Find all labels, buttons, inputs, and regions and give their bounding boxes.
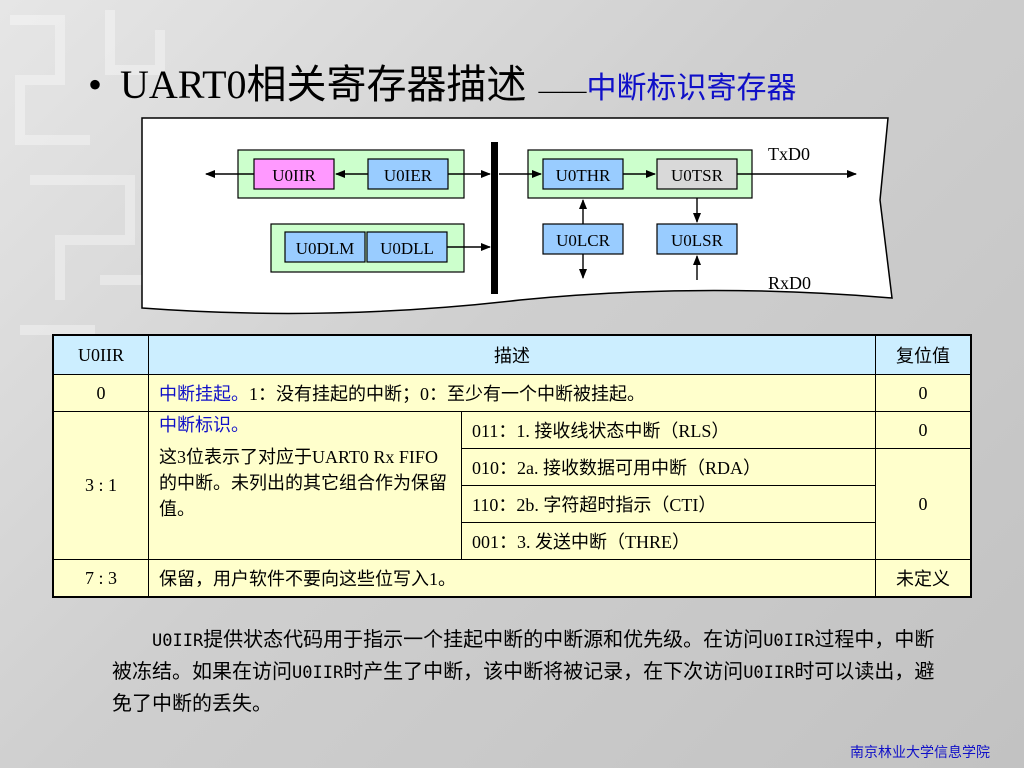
txd-label: TxD0 (768, 144, 810, 164)
u0iir-label: U0IIR (272, 166, 316, 185)
title-sub: 中断标识寄存器 (586, 72, 797, 105)
title-bullet: • (88, 62, 103, 107)
table-row: 7 : 3 保留，用户软件不要向这些位写入1。 未定义 (52, 559, 972, 598)
u0lsr-box (656, 223, 738, 255)
header-description: 描述 (148, 334, 876, 375)
reset-cell: 0 (875, 374, 972, 412)
desc-highlight: 中断挂起。 (159, 384, 249, 404)
para-text-4: 时可以读出，避免了中断的丢失。 (112, 659, 935, 715)
reset-cell: 0 (875, 448, 972, 560)
u0ier-label: U0IER (384, 166, 433, 185)
rxd-label: RxD0 (768, 273, 811, 293)
u0dlm-label: U0DLM (296, 239, 355, 258)
reg-name: U0IIR (763, 631, 815, 651)
desc-cell: 中断挂起。1：没有挂起的中断；0：至少有一个中断被挂起。 (148, 374, 876, 412)
code-cell: 001：3. 发送中断（THRE） (461, 522, 876, 560)
u0dll-label: U0DLL (380, 239, 434, 258)
u0lcr-label: U0LCR (556, 231, 611, 250)
footer-institution: 南京林业大学信息学院 (850, 745, 990, 761)
u0iir-register-table: U0IIR 描述 复位值 0 中断挂起。1：没有挂起的中断；0：至少有一个中断被… (52, 334, 972, 598)
desc-text: 1：没有挂起的中断；0：至少有一个中断被挂起。 (249, 384, 645, 404)
uart-block-diagram: U0IIR U0IER U0DLM U0DLL U0THR U0TSR U0LC… (141, 117, 893, 315)
bit-cell: 7 : 3 (52, 559, 149, 598)
reset-cell: 0 (875, 411, 972, 449)
para-text-1: 提供状态代码用于指示一个挂起中断的中断源和优先级。在访问 (203, 627, 764, 651)
bit-cell: 3 : 1 (52, 411, 149, 560)
table-header-row: U0IIR 描述 复位值 (52, 334, 972, 375)
reg-name: U0IIR (152, 631, 204, 651)
u0lsr-label: U0LSR (671, 231, 724, 250)
explanation-paragraph: U0IIR提供状态代码用于指示一个挂起中断的中断源和优先级。在访问U0IIR过程… (112, 624, 952, 718)
desc-title: 中断标识。 (159, 415, 249, 435)
u0thr-label: U0THR (556, 166, 611, 185)
u0dll-box (366, 231, 448, 263)
reg-name: U0IIR (743, 663, 795, 683)
page-title: • UART0相关寄存器描述 —— 中断标识寄存器 (88, 52, 797, 112)
reg-name: U0IIR (292, 663, 344, 683)
para-text-2: 过程中，中断被冻结。如果在访问 (112, 627, 935, 683)
title-main: UART0相关寄存器描述 (120, 62, 527, 107)
u0iir-box (253, 158, 335, 190)
desc-text: 这3位表示了对应于UART0 Rx FIFO的中断。未列出的其它组合作为保留值。 (159, 447, 447, 519)
bit-cell: 0 (52, 374, 149, 412)
table-row: 0 中断挂起。1：没有挂起的中断；0：至少有一个中断被挂起。 0 (52, 374, 972, 412)
table-row: 001：3. 发送中断（THRE） (53, 522, 971, 560)
header-u0iir: U0IIR (52, 334, 149, 375)
code-cell: 110：2b. 字符超时指示（CTI） (461, 485, 876, 523)
bus-bar (491, 142, 498, 294)
table-row: 3 : 1 中断标识。 这3位表示了对应于UART0 Rx FIFO的中断。未列… (52, 411, 972, 560)
para-text-3: 时产生了中断，该中断将被记录，在下次访问 (343, 659, 744, 683)
u0tsr-box (656, 158, 738, 190)
header-reset-value: 复位值 (875, 334, 972, 375)
reset-cell: 未定义 (875, 559, 972, 598)
title-dash: —— (538, 78, 587, 104)
code-cell: 011：1. 接收线状态中断（RLS） (461, 411, 876, 449)
desc-cell: 保留，用户软件不要向这些位写入1。 (148, 559, 876, 598)
desc-cell: 中断标识。 这3位表示了对应于UART0 Rx FIFO的中断。未列出的其它组合… (148, 411, 462, 560)
u0tsr-label: U0TSR (671, 166, 724, 185)
table-row: 010：2a. 接收数据可用中断（RDA） 0 (53, 448, 972, 560)
u0dlm-box (284, 231, 366, 263)
code-cell: 010：2a. 接收数据可用中断（RDA） (461, 448, 876, 486)
table-row: 110：2b. 字符超时指示（CTI） (53, 485, 971, 523)
